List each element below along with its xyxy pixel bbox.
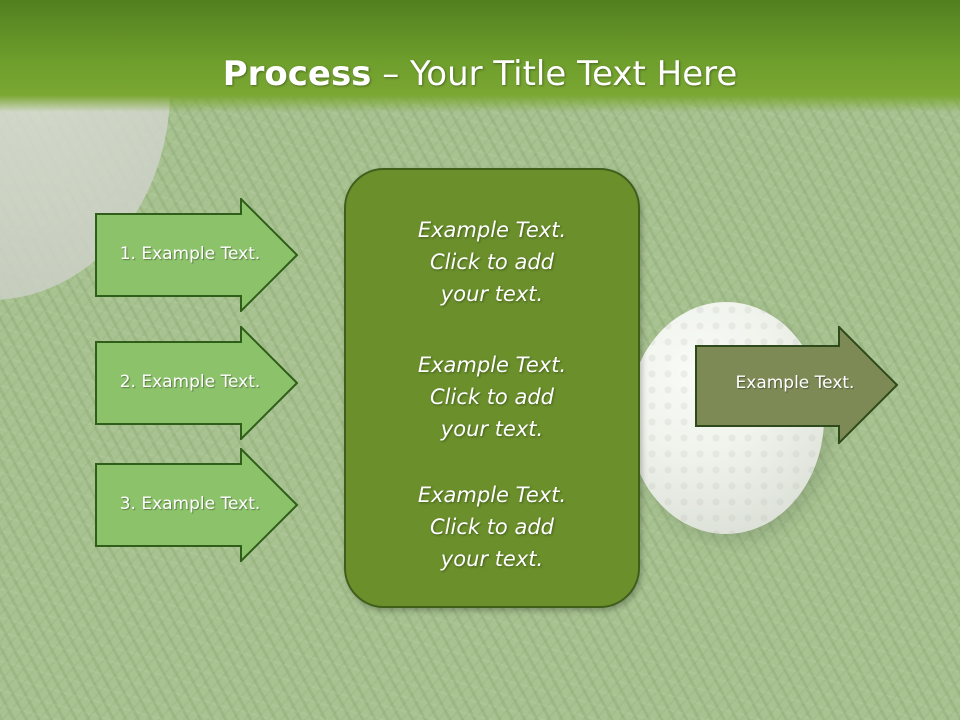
right-arrow[interactable]: Example Text. [695, 326, 899, 444]
block-line: your text. [440, 282, 544, 306]
block-line: Example Text. [417, 353, 567, 377]
block-line: your text. [440, 417, 544, 441]
arrow-right-shape [95, 326, 299, 440]
left-arrow-2[interactable]: 2. Example Text. [95, 326, 299, 440]
slide-title[interactable]: Process – Your Title Text Here [0, 52, 960, 96]
title-rest: – Your Title Text Here [371, 54, 738, 94]
block-line: Click to add [429, 515, 554, 539]
right-arrow-label: Example Text. [735, 373, 855, 393]
left-arrow-1[interactable]: 1. Example Text. [95, 198, 299, 312]
arrow-right-shape [95, 448, 299, 562]
center-text-box[interactable]: Example Text. Click to add your text. Ex… [344, 168, 640, 608]
left-arrow-2-label: 2. Example Text. [119, 372, 261, 392]
left-arrow-3-label: 3. Example Text. [119, 494, 261, 514]
block-line: Example Text. [417, 218, 567, 242]
arrow-right-shape [95, 198, 299, 312]
block-line: your text. [440, 547, 544, 571]
arrow-right-shape [695, 326, 899, 444]
left-arrow-1-label: 1. Example Text. [119, 244, 261, 264]
block-line: Click to add [429, 250, 554, 274]
title-bar [0, 0, 960, 112]
title-bold: Process [222, 54, 372, 94]
center-text-block-2[interactable]: Example Text. Click to add your text. [346, 349, 638, 445]
block-line: Click to add [429, 385, 554, 409]
left-arrow-3[interactable]: 3. Example Text. [95, 448, 299, 562]
center-text-block-1[interactable]: Example Text. Click to add your text. [346, 214, 638, 310]
center-text-block-3[interactable]: Example Text. Click to add your text. [346, 479, 638, 575]
block-line: Example Text. [417, 483, 567, 507]
